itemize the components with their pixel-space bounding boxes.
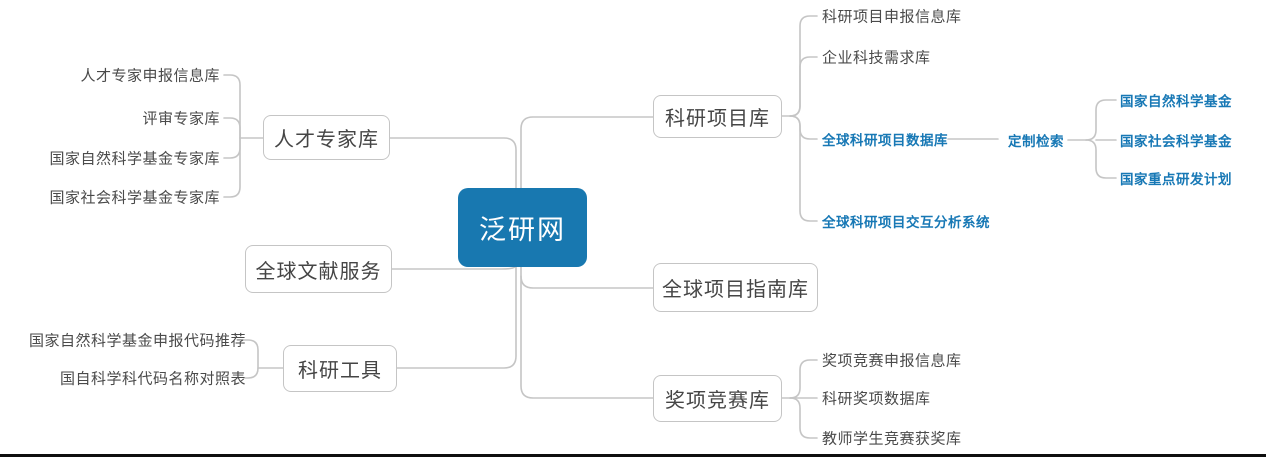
branch-node-award-competition-library[interactable]: 奖项竞赛库 xyxy=(653,375,782,422)
leaf-award-competition-declaration-info-db[interactable]: 奖项竞赛申报信息库 xyxy=(822,352,962,370)
leaf-research-award-database[interactable]: 科研奖项数据库 xyxy=(822,390,931,408)
branch-node-global-literature-service[interactable]: 全球文献服务 xyxy=(245,245,392,293)
leaf-enterprise-tech-demand-db[interactable]: 企业科技需求库 xyxy=(822,49,931,67)
connector xyxy=(520,116,654,190)
connector xyxy=(1085,99,1117,141)
connector xyxy=(789,15,818,117)
connector xyxy=(1085,139,1117,179)
branch-node-global-project-guide-library[interactable]: 全球项目指南库 xyxy=(653,263,818,312)
leaf-global-research-project-interactive-analysis-system[interactable]: 全球科研项目交互分析系统 xyxy=(822,215,990,230)
connector xyxy=(223,137,241,159)
connector xyxy=(789,115,818,222)
connector xyxy=(789,115,818,140)
leaf-talent-expert-declaration-info-db[interactable]: 人才专家申报信息库 xyxy=(80,67,220,85)
connector xyxy=(223,137,241,198)
leaf-nsfc-expert-db[interactable]: 国家自然科学基金专家库 xyxy=(49,150,220,168)
leaf-research-project-declaration-info-db[interactable]: 科研项目申报信息库 xyxy=(822,8,962,26)
leaf-global-research-project-database[interactable]: 全球科研项目数据库 xyxy=(822,133,948,148)
leaf-nsfc-discipline-code-name-table[interactable]: 国自科学科代码名称对照表 xyxy=(59,370,246,388)
connector xyxy=(389,137,517,190)
connector xyxy=(396,266,517,369)
connector xyxy=(243,367,259,379)
leaf-nsfc-application-code-recommendation[interactable]: 国家自然科学基金申报代码推荐 xyxy=(28,332,246,350)
connector xyxy=(789,397,818,439)
node-custom-search[interactable]: 定制检索 xyxy=(1008,134,1064,149)
connector xyxy=(223,117,241,139)
connector xyxy=(789,56,818,117)
branch-node-research-project-library[interactable]: 科研项目库 xyxy=(653,95,782,138)
leaf-nssf-expert-db[interactable]: 国家社会科学基金专家库 xyxy=(49,189,220,207)
leaf-national-social-science-foundation[interactable]: 国家社会科学基金 xyxy=(1120,134,1232,149)
connector xyxy=(391,266,516,270)
connector xyxy=(223,74,241,139)
connector xyxy=(520,275,654,289)
branch-node-talent-expert-library[interactable]: 人才专家库 xyxy=(263,115,390,160)
connector xyxy=(520,266,654,399)
bottom-divider xyxy=(0,454,1266,457)
connector xyxy=(789,359,818,399)
root-node-fanyanwang[interactable]: 泛研网 xyxy=(458,188,587,267)
leaf-teacher-student-competition-award-db[interactable]: 教师学生竞赛获奖库 xyxy=(822,430,962,448)
branch-node-research-tools[interactable]: 科研工具 xyxy=(283,345,397,392)
leaf-national-natural-science-foundation[interactable]: 国家自然科学基金 xyxy=(1120,94,1232,109)
leaf-national-key-rd-program[interactable]: 国家重点研发计划 xyxy=(1120,172,1232,187)
connector xyxy=(243,339,259,369)
leaf-review-expert-db[interactable]: 评审专家库 xyxy=(142,110,220,128)
